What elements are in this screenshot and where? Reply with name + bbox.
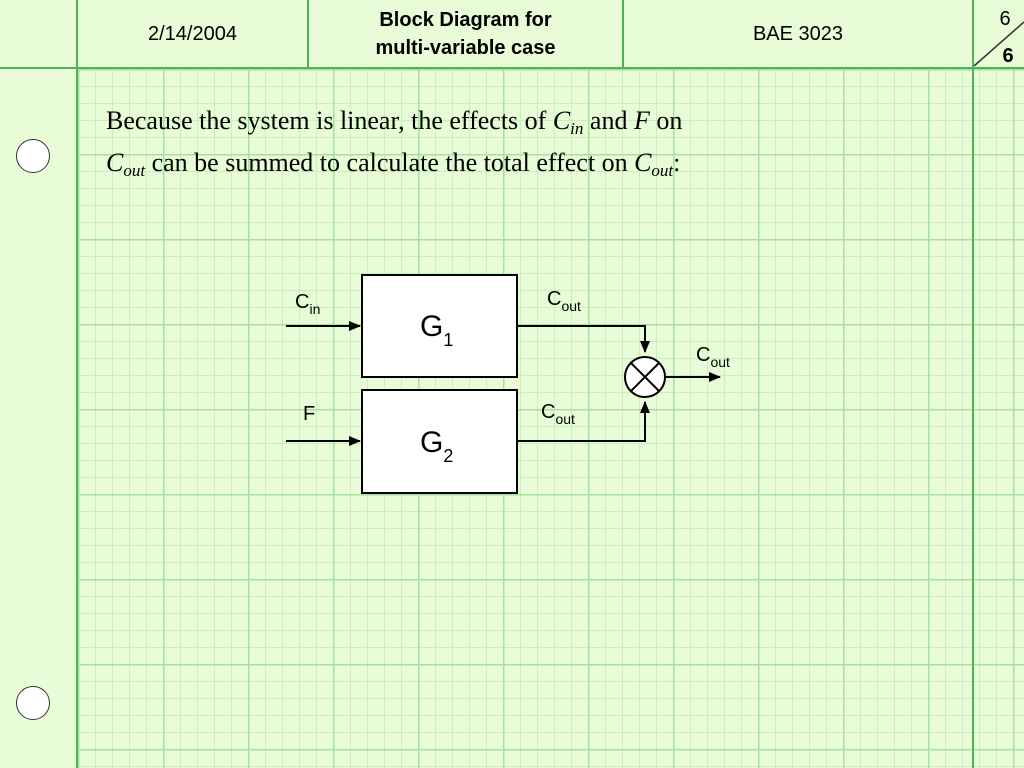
margin-line <box>76 0 78 768</box>
binder-hole <box>16 139 50 173</box>
label-sum-output: Cout <box>696 344 730 370</box>
g2-output-line <box>517 401 650 442</box>
right-margin-line <box>972 0 974 768</box>
left-margin <box>0 68 77 768</box>
label-g2-output: Cout <box>541 401 575 427</box>
header-background <box>0 0 1024 68</box>
binder-hole <box>16 686 50 720</box>
label-g1: G1 <box>420 310 453 350</box>
label-f: F <box>303 403 315 425</box>
block-g1 <box>361 274 518 378</box>
header-divider <box>0 67 1024 69</box>
block-g2 <box>361 389 518 494</box>
header-separator <box>622 0 624 68</box>
page-total: 6 <box>1002 45 1014 67</box>
page-number: 6 <box>999 8 1011 30</box>
summing-junction <box>624 356 666 398</box>
header-date: 2/14/2004 <box>148 22 237 45</box>
g1-output-line <box>517 325 650 353</box>
header-separator <box>307 0 309 68</box>
header-course: BAE 3023 <box>752 22 844 45</box>
label-g1-output: Cout <box>547 288 581 314</box>
label-cin: Cin <box>295 291 320 317</box>
body-paragraph: Because the system is linear, the effect… <box>106 106 683 180</box>
label-g2: G2 <box>420 426 453 466</box>
